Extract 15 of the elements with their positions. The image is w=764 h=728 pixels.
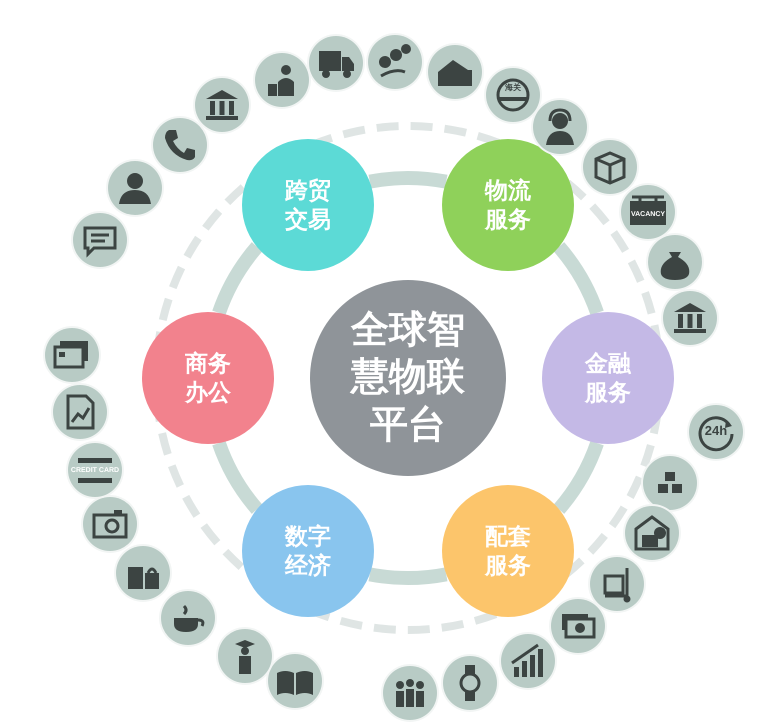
service-title: 配套服务 bbox=[484, 522, 532, 580]
service-title: 跨贸交易 bbox=[284, 176, 332, 234]
ring-connector bbox=[212, 440, 263, 514]
ring-connector bbox=[553, 242, 604, 316]
ring-connector bbox=[368, 567, 448, 585]
hub-title: 全球智慧物联平台 bbox=[348, 308, 466, 448]
ring-connector bbox=[212, 242, 263, 316]
ring-connector bbox=[368, 171, 448, 189]
ring-connector bbox=[553, 440, 604, 514]
icon-text: 24h bbox=[704, 424, 728, 437]
icon-text: 海关 bbox=[505, 84, 521, 92]
service-title: 商务办公 bbox=[184, 349, 232, 407]
service-title: 数字经济 bbox=[284, 522, 332, 580]
service-title: 物流服务 bbox=[484, 176, 532, 234]
service-title: 金融服务 bbox=[584, 349, 632, 407]
